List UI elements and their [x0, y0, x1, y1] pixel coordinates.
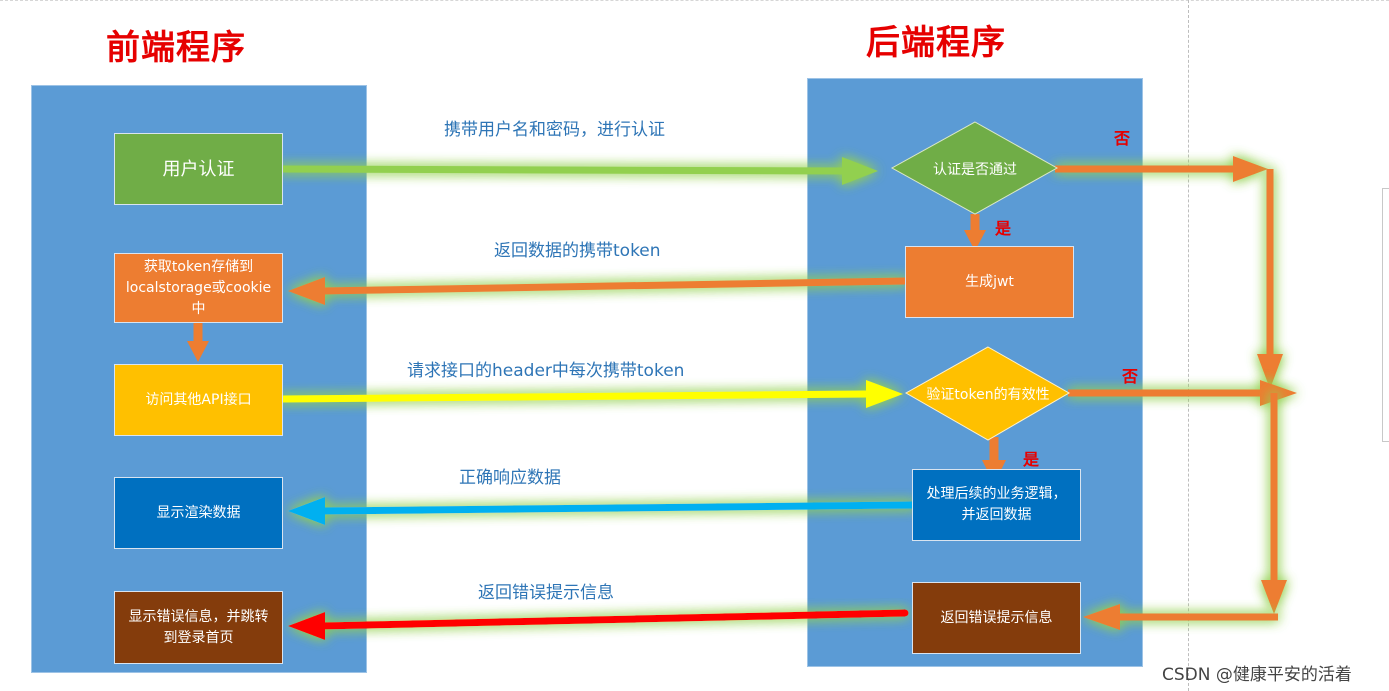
- user-auth-box: 用户认证: [114, 133, 283, 205]
- arrow-verify-no-down: [1261, 393, 1287, 614]
- backend-heading: 后端程序: [866, 23, 1006, 63]
- store-token-box: 获取token存储到 localstorage或cookie中: [114, 253, 283, 323]
- user-auth-label: 用户认证: [162, 158, 235, 180]
- render-data-label: 显示渲染数据: [156, 504, 241, 521]
- auth-yes-label: 是: [995, 219, 1012, 238]
- column-divider-line: [1188, 0, 1189, 691]
- arrow-return-error: [288, 609, 909, 640]
- render-data-box: 显示渲染数据: [114, 477, 283, 549]
- generate-jwt-label: 生成jwt: [965, 273, 1014, 290]
- verify-token-label: 验证token的有效性: [926, 387, 1050, 403]
- arrow-auth-no-down: [1257, 169, 1283, 389]
- frontend-heading: 前端程序: [106, 28, 246, 68]
- arrow-store-to-call: [187, 323, 209, 362]
- handle-logic-box: 处理后续的业务逻辑， 并返回数据: [912, 469, 1081, 541]
- handle-logic-line2: 并返回数据: [961, 507, 1032, 523]
- return-error-label: 返回错误提示信息: [940, 609, 1053, 626]
- show-error-line1: 显示错误信息，并跳转: [128, 608, 269, 625]
- arrow-send-credentials: [278, 157, 878, 185]
- arrow-auth-no: [1055, 156, 1268, 182]
- call-api-label: 访问其他API接口: [145, 391, 252, 408]
- top-dashed-line: [0, 0, 1389, 2]
- edge-label-send-credentials: 携带用户名和密码，进行认证: [444, 120, 665, 140]
- arrow-request-header: [278, 380, 903, 408]
- return-error-box: 返回错误提示信息: [912, 582, 1081, 654]
- store-token-line1: 获取token存储到: [143, 258, 254, 275]
- auth-check-label: 认证是否通过: [933, 162, 1017, 178]
- arrow-auth-yes: [964, 214, 986, 251]
- auth-check-diamond: [890, 121, 1059, 215]
- verify-no-label: 否: [1122, 367, 1139, 386]
- verify-token-diamond: [904, 346, 1071, 441]
- arrow-correct-response: [288, 497, 917, 525]
- edge-label-return-error-info: 返回错误提示信息: [478, 583, 614, 603]
- call-api-box: 访问其他API接口: [114, 364, 283, 436]
- verify-yes-label: 是: [1023, 450, 1040, 469]
- generate-jwt-box: 生成jwt: [905, 246, 1074, 318]
- csdn-watermark: CSDN @健康平安的活着: [1162, 665, 1352, 685]
- show-error-line2: 到登录首页: [163, 629, 234, 646]
- arrow-return-token: [288, 277, 909, 305]
- show-error-box: 显示错误信息，并跳转 到登录首页: [114, 591, 283, 664]
- handle-logic-line1: 处理后续的业务逻辑，: [926, 486, 1067, 502]
- edge-label-return-token: 返回数据的携带token: [494, 241, 661, 261]
- scrollbar-edge[interactable]: [1382, 188, 1389, 442]
- edge-label-request-header: 请求接口的header中每次携带token: [407, 361, 685, 381]
- auth-no-label: 否: [1114, 129, 1131, 148]
- arrow-to-return-error: [1083, 604, 1278, 630]
- edge-label-correct-response: 正确响应数据: [459, 468, 561, 488]
- arrow-verify-no: [1068, 380, 1297, 406]
- store-token-line2: localstorage或cookie中: [125, 279, 272, 317]
